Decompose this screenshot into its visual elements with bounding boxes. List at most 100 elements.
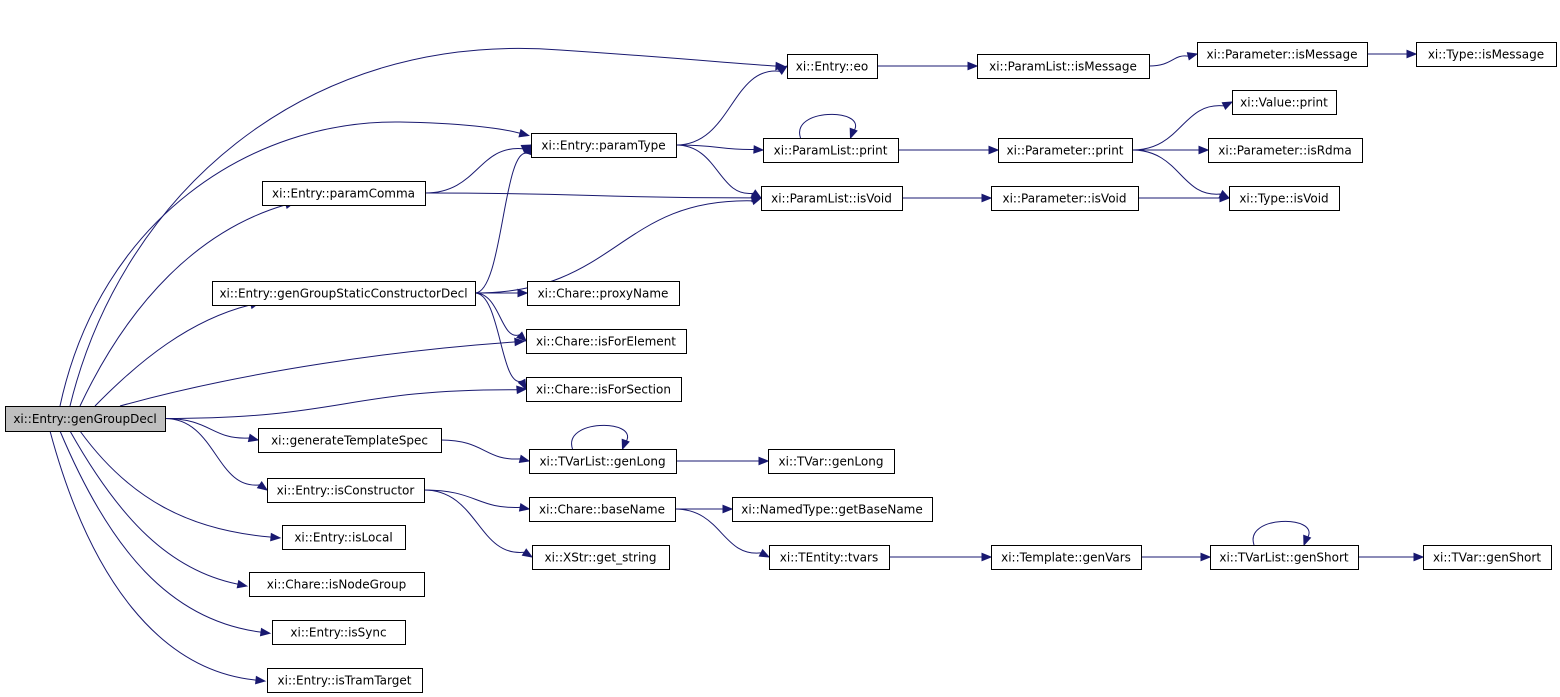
node-label: xi::Parameter::isVoid <box>1003 192 1127 206</box>
node-xi-tvar-genshort[interactable]: xi::TVar::genShort <box>1423 545 1552 570</box>
node-xi-entry-eo[interactable]: xi::Entry::eo <box>787 54 878 79</box>
edge-xi-entry-gengroupdecl-to-xi-chare-isforsection <box>164 385 528 419</box>
node-label: xi::ParamList::print <box>774 144 888 158</box>
node-box <box>998 138 1133 163</box>
edge-xi-paramlist-print-to-xi-paramlist-print <box>799 114 858 140</box>
node-xi-chare-proxyname[interactable]: xi::Chare::proxyName <box>527 281 680 306</box>
node-xi-value-print[interactable]: xi::Value::print <box>1232 90 1337 115</box>
node-label: xi::TVarList::genLong <box>539 455 665 469</box>
edge-xi-entry-gengroupdecl-to-xi-entry-gengroupstaticconstructordecl <box>94 300 262 407</box>
node-xi-generatetemplatespec[interactable]: xi::generateTemplateSpec <box>258 428 442 453</box>
edge-xi-tvarlist-genshort-to-xi-tvar-genshort <box>1357 552 1425 562</box>
node-label: xi::Entry::isLocal <box>294 531 392 545</box>
node-xi-namedtype-getbasename[interactable]: xi::NamedType::getBaseName <box>732 497 933 522</box>
edge-xi-paramlist-isvoid-to-xi-parameter-isvoid <box>901 193 993 203</box>
node-xi-paramlist-isvoid[interactable]: xi::ParamList::isVoid <box>761 186 903 211</box>
node-box <box>526 377 682 402</box>
edge-xi-entry-gengroupdecl-to-xi-entry-istramtarget <box>49 430 267 685</box>
node-xi-entry-issync[interactable]: xi::Entry::isSync <box>272 620 406 645</box>
node-box <box>769 545 890 570</box>
node-label: xi::Entry::genGroupDecl <box>13 412 156 426</box>
node-xi-entry-paramtype[interactable]: xi::Entry::paramType <box>531 133 677 158</box>
edge-xi-entry-gengroupdecl-to-xi-chare-isnodegroup <box>69 430 249 589</box>
node-label: xi::XStr::get_string <box>544 551 656 565</box>
node-xi-parameter-isvoid[interactable]: xi::Parameter::isVoid <box>991 186 1139 211</box>
node-label: xi::ParamList::isMessage <box>989 60 1137 74</box>
node-xi-entry-gengroupdecl[interactable]: xi::Entry::genGroupDecl <box>5 406 166 432</box>
node-label: xi::Type::isVoid <box>1239 192 1328 206</box>
edge-xi-entry-paramtype-to-xi-paramlist-print <box>675 144 765 154</box>
node-xi-tvar-genlong[interactable]: xi::TVar::genLong <box>768 449 895 474</box>
node-xi-entry-isconstructor[interactable]: xi::Entry::isConstructor <box>267 478 425 503</box>
node-label: xi::TVarList::genShort <box>1219 551 1349 565</box>
edge-xi-entry-gengroupstaticconstructordecl-to-xi-paramlist-isvoid <box>474 196 763 294</box>
node-xi-entry-istramtarget[interactable]: xi::Entry::isTramTarget <box>267 668 423 693</box>
node-xi-template-genvars[interactable]: xi::Template::genVars <box>991 545 1142 570</box>
node-box <box>282 525 406 550</box>
edge-xi-template-genvars-to-xi-tvarlist-genshort <box>1140 552 1212 562</box>
node-box <box>531 133 677 158</box>
edge-xi-generatetemplatespec-to-xi-tvarlist-genlong <box>440 439 531 464</box>
node-xi-parameter-print[interactable]: xi::Parameter::print <box>998 138 1133 163</box>
edge-xi-parameter-print-to-xi-value-print <box>1131 101 1234 151</box>
node-label: xi::Entry::isTramTarget <box>278 674 412 688</box>
node-box <box>5 406 166 432</box>
node-xi-paramlist-ismessage[interactable]: xi::ParamList::isMessage <box>977 54 1150 79</box>
edge-xi-entry-isconstructor-to-xi-chare-basename <box>423 489 531 512</box>
node-label: xi::TVar::genShort <box>1433 551 1541 565</box>
edge-xi-entry-gengroupdecl-to-xi-entry-isconstructor <box>164 418 269 491</box>
call-edges <box>49 48 1425 685</box>
node-box <box>249 572 425 597</box>
node-box <box>1423 545 1552 570</box>
node-label: xi::TVar::genLong <box>779 455 884 469</box>
edge-xi-entry-paramtype-to-xi-entry-eo <box>675 65 789 146</box>
node-xi-parameter-isrdma[interactable]: xi::Parameter::isRdma <box>1208 138 1363 163</box>
node-xi-xstr-get-string[interactable]: xi::XStr::get_string <box>532 545 670 570</box>
node-box <box>212 281 476 306</box>
node-box <box>787 54 878 79</box>
edge-xi-paramlist-print-to-xi-parameter-print <box>897 145 1000 155</box>
node-box <box>267 478 425 503</box>
node-xi-type-isvoid[interactable]: xi::Type::isVoid <box>1229 186 1340 211</box>
node-box <box>1416 42 1557 67</box>
node-label: xi::TEntity::tvars <box>780 551 878 565</box>
node-label: xi::generateTemplateSpec <box>271 434 428 448</box>
node-xi-paramlist-print[interactable]: xi::ParamList::print <box>763 138 899 163</box>
node-xi-entry-gengroupstaticconstructordecl[interactable]: xi::Entry::genGroupStaticConstructorDecl <box>212 281 476 306</box>
node-xi-chare-isnodegroup[interactable]: xi::Chare::isNodeGroup <box>249 572 425 597</box>
node-xi-tvarlist-genlong[interactable]: xi::TVarList::genLong <box>529 449 677 474</box>
edge-xi-entry-gengroupstaticconstructordecl-to-xi-chare-isforsection <box>474 292 527 391</box>
node-xi-type-ismessage[interactable]: xi::Type::isMessage <box>1416 42 1557 67</box>
node-xi-entry-paramcomma[interactable]: xi::Entry::paramComma <box>262 181 426 206</box>
node-label: xi::Entry::isSync <box>290 626 386 640</box>
node-box <box>529 497 676 522</box>
node-label: xi::NamedType::getBaseName <box>741 503 923 517</box>
node-xi-tvarlist-genshort[interactable]: xi::TVarList::genShort <box>1210 545 1359 570</box>
node-box <box>527 281 680 306</box>
node-label: xi::Entry::genGroupStaticConstructorDecl <box>219 287 467 301</box>
edge-xi-entry-gengroupstaticconstructordecl-to-xi-chare-isforelement <box>474 292 527 342</box>
node-box <box>1232 90 1337 115</box>
node-box <box>991 186 1139 211</box>
node-xi-chare-isforelement[interactable]: xi::Chare::isForElement <box>526 329 687 354</box>
node-label: xi::Parameter::print <box>1006 144 1123 158</box>
node-xi-parameter-ismessage[interactable]: xi::Parameter::isMessage <box>1197 42 1368 67</box>
node-box <box>763 138 899 163</box>
edge-xi-entry-isconstructor-to-xi-xstr-get-string <box>423 489 534 558</box>
edge-xi-tvarlist-genshort-to-xi-tvarlist-genshort <box>1252 521 1312 547</box>
node-xi-chare-isforsection[interactable]: xi::Chare::isForSection <box>526 377 682 402</box>
node-label: xi::Parameter::isRdma <box>1218 144 1351 158</box>
edge-xi-entry-paramcomma-to-xi-entry-paramtype <box>424 144 533 194</box>
node-xi-chare-basename[interactable]: xi::Chare::baseName <box>529 497 676 522</box>
node-box <box>761 186 903 211</box>
node-xi-entry-islocal[interactable]: xi::Entry::isLocal <box>282 525 406 550</box>
node-box <box>526 329 687 354</box>
node-box <box>532 545 670 570</box>
node-xi-tentity-tvars[interactable]: xi::TEntity::tvars <box>769 545 890 570</box>
edge-xi-tvarlist-genlong-to-xi-tvar-genlong <box>676 456 770 466</box>
node-box <box>1210 545 1359 570</box>
edge-xi-chare-basename-to-xi-namedtype-getbasename <box>674 504 734 514</box>
node-label: xi::Chare::isForElement <box>536 335 676 349</box>
